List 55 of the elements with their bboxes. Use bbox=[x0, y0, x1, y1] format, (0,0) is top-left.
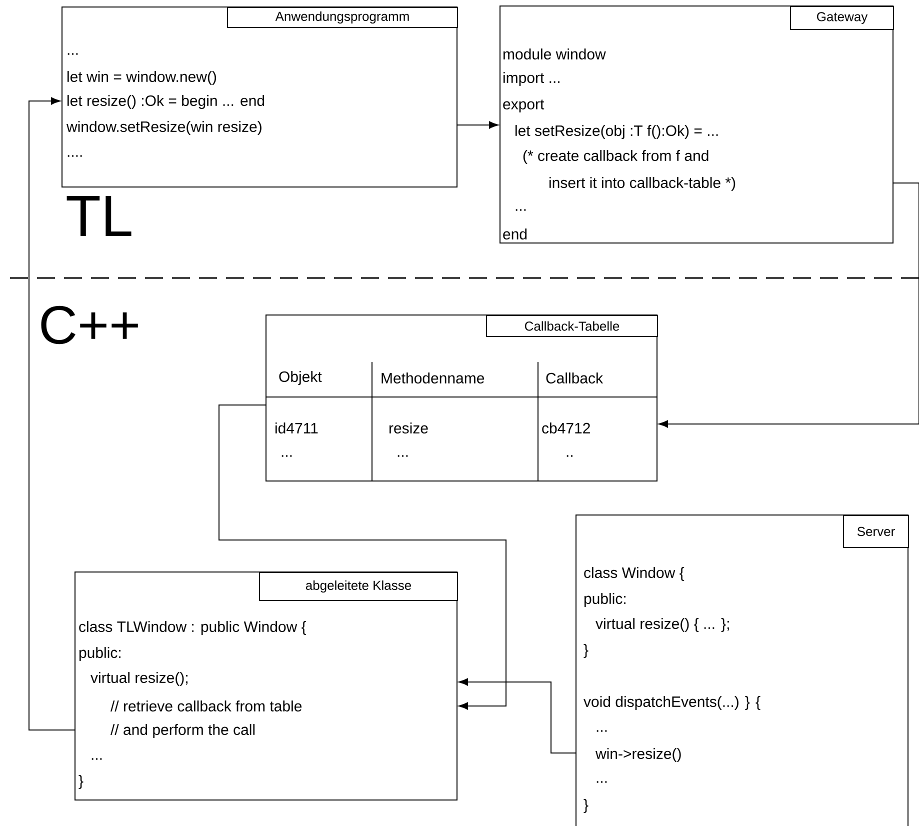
arrow bbox=[458, 678, 576, 754]
table-cell: resize bbox=[390, 422, 428, 434]
layer-label: C++ bbox=[41, 306, 138, 344]
code-line: (* create callback from f and bbox=[523, 150, 708, 164]
code-box bbox=[74, 572, 458, 800]
table-cell: ... bbox=[282, 455, 292, 457]
table-cell: cb4712 bbox=[542, 422, 590, 434]
code-line: virtual resize(); bbox=[90, 672, 188, 686]
code-line: class Window { bbox=[584, 567, 684, 581]
code-line: } bbox=[584, 799, 588, 813]
code-line: public: bbox=[584, 593, 626, 607]
layer-label: TL bbox=[66, 196, 132, 236]
code-line: virtual resize() { ... }; bbox=[596, 618, 729, 632]
code-box bbox=[62, 6, 458, 188]
arrow bbox=[456, 121, 498, 129]
box-tab: Gateway bbox=[790, 6, 894, 30]
code-line: window.setResize(win resize) bbox=[66, 121, 262, 135]
table-cell: Objekt bbox=[279, 371, 322, 385]
arrow bbox=[658, 182, 919, 428]
code-line: win->resize() bbox=[596, 748, 681, 762]
code-line: // and perform the call bbox=[110, 724, 255, 738]
code-line: ... bbox=[92, 758, 102, 760]
code-line: class TLWindow : public Window { bbox=[79, 621, 306, 635]
code-box bbox=[576, 514, 909, 826]
table-cell: Methodenname bbox=[382, 372, 484, 384]
table-cell: id4711 bbox=[276, 422, 318, 434]
box-tab: Anwendungsprogramm bbox=[227, 7, 458, 28]
code-line: ... bbox=[596, 781, 607, 783]
code-line: .... bbox=[68, 155, 82, 157]
code-line: insert it into callback-table *) bbox=[550, 177, 736, 191]
code-box bbox=[500, 6, 894, 244]
code-line: } bbox=[78, 775, 84, 789]
code-line: // retrieve callback from table bbox=[110, 700, 302, 712]
code-line: void dispatchEvents(...) } { bbox=[584, 696, 760, 710]
table-box bbox=[266, 314, 658, 482]
code-line: export bbox=[503, 100, 544, 112]
code-line: let setResize(obj :T f():Ok) = ... bbox=[516, 125, 718, 139]
code-line: ... bbox=[596, 730, 607, 732]
code-line: } bbox=[584, 644, 588, 658]
table-cell: ... bbox=[398, 455, 408, 457]
code-line: module window bbox=[504, 48, 606, 60]
code-line: ... bbox=[68, 53, 78, 55]
arrow bbox=[28, 97, 76, 730]
code-line: let resize() :Ok = begin ... end bbox=[68, 95, 264, 109]
box-tab: Server bbox=[843, 515, 909, 548]
code-line: public: bbox=[79, 647, 120, 661]
code-line: import ... bbox=[504, 72, 560, 86]
code-line: ... bbox=[516, 209, 526, 211]
arrow bbox=[218, 404, 506, 710]
table-cell: .. bbox=[566, 455, 572, 457]
box-tab: abgeleitete Klasse bbox=[259, 572, 458, 601]
code-line: let win = window.new() bbox=[68, 71, 216, 85]
box-tab: Callback-Tabelle bbox=[486, 315, 658, 337]
table-cell: Callback bbox=[546, 372, 604, 384]
code-line: end bbox=[503, 228, 527, 240]
